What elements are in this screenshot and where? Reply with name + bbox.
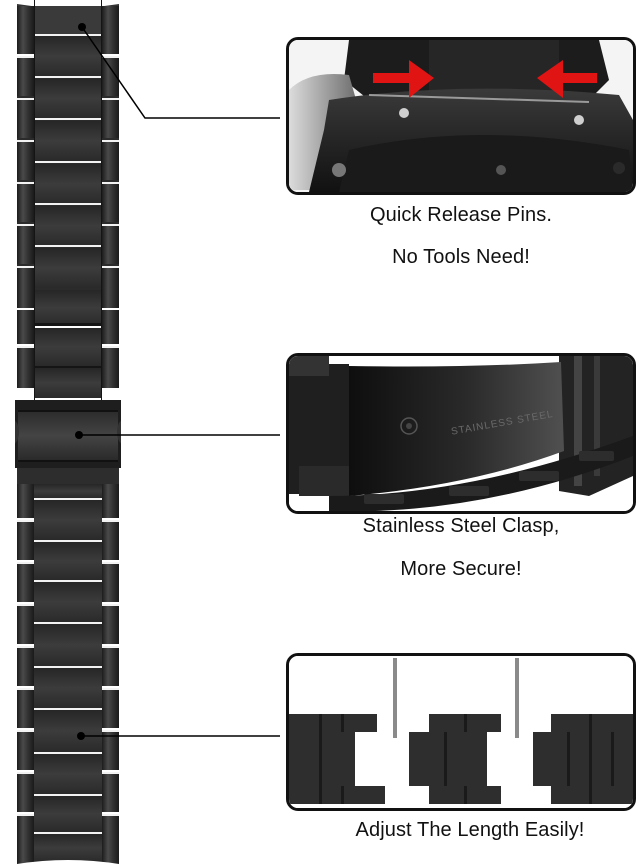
- adjust-length-panel: [286, 653, 636, 811]
- link-pin-icon: [393, 658, 519, 738]
- red-arrow-right-icon: [373, 60, 434, 98]
- quick-release-image: [289, 40, 633, 192]
- quick-release-caption-line2: No Tools Need!: [392, 246, 530, 268]
- clasp-caption-line1: Stainless Steel Clasp,: [362, 515, 560, 537]
- adjust-length-image: [289, 656, 633, 808]
- clasp-image: STAINLESS STEEL: [289, 356, 633, 511]
- red-arrow-left-icon: [537, 60, 597, 98]
- quick-release-caption-line1: Quick Release Pins.: [370, 204, 552, 226]
- adjust-length-caption: Adjust The Length Easily!: [355, 819, 585, 841]
- watch-band-image: [15, 0, 121, 868]
- clasp-panel: STAINLESS STEEL: [286, 353, 636, 514]
- quick-release-panel: [286, 37, 636, 195]
- watch-band-graphic: [15, 0, 121, 868]
- clasp-caption-line2: More Secure!: [400, 558, 522, 580]
